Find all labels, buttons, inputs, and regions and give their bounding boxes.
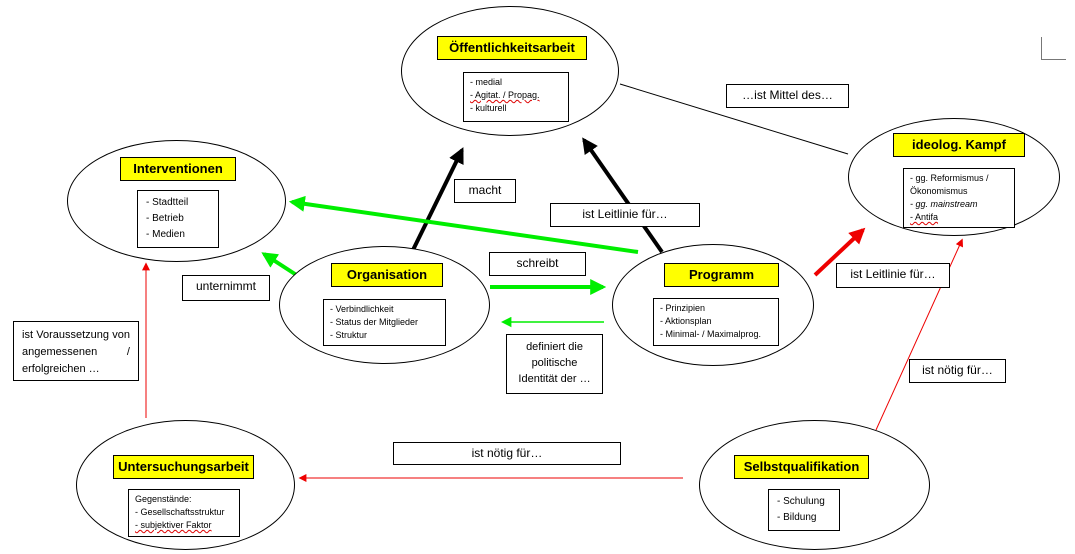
- label-ist-mittel-des: …ist Mittel des…: [726, 84, 849, 108]
- label-schreibt: schreibt: [489, 252, 586, 276]
- node-title-ideolog-kampf: ideolog. Kampf: [893, 133, 1025, 157]
- list-item: - Stadtteil: [146, 197, 189, 208]
- node-title-selbstqualifikation: Selbstqualifikation: [734, 455, 869, 479]
- list-item: - subjektiver Faktor: [135, 520, 212, 530]
- node-title-untersuchungsarbeit: Untersuchungsarbeit: [113, 455, 254, 479]
- list-item: - Agitat. / Propag.: [470, 90, 540, 100]
- label-definiert: definiert die politische Identität der …: [506, 334, 603, 394]
- list-item: - Medien: [146, 229, 185, 240]
- list-item: - Struktur: [330, 330, 368, 340]
- label-macht: macht: [454, 179, 516, 203]
- node-items-interventionen: - Stadtteil - Betrieb - Medien: [137, 190, 219, 248]
- node-title-organisation: Organisation: [331, 263, 443, 287]
- node-items-selbstqualifikation: - Schulung - Bildung: [768, 489, 840, 531]
- arrow-leitlinie-interventionen: [288, 195, 639, 254]
- list-item: - Antifa: [910, 212, 939, 222]
- list-item: - Aktionsplan: [660, 316, 712, 326]
- list-item: - Schulung: [777, 496, 825, 507]
- node-items-untersuchungsarbeit: Gegenstände: - Gesellschaftsstruktur - s…: [128, 489, 240, 537]
- list-item: - Verbindlichkeit: [330, 304, 394, 314]
- label-ist-noetig-fuer-2: ist nötig für…: [393, 442, 621, 465]
- arrow-leitlinie-oeffentlichkeit: [582, 137, 664, 254]
- label-ist-voraussetzung-text: ist Voraussetzung von angemessenen / erf…: [22, 329, 130, 375]
- list-item: - Gesellschaftsstruktur: [135, 507, 225, 517]
- node-items-oeffentlichkeitsarbeit: - medial - Agitat. / Propag. - kulturell: [463, 72, 569, 122]
- label-definiert-text: definiert die politische Identität der …: [518, 341, 591, 385]
- list-item: - gg. mainstream: [910, 199, 978, 209]
- list-item: - Prinzipien: [660, 303, 706, 313]
- node-title-oeffentlichkeitsarbeit: Öffentlichkeitsarbeit: [437, 36, 587, 60]
- node-items-ideolog-kampf: - gg. Reformismus / Ökonomismus - gg. ma…: [903, 168, 1015, 228]
- label-ist-leitlinie-fuer-2: ist Leitlinie für…: [836, 263, 950, 288]
- node-title-interventionen: Interventionen: [120, 157, 236, 181]
- label-ist-leitlinie-fuer-1: ist Leitlinie für…: [550, 203, 700, 227]
- list-item: - Minimal- / Maximalprog.: [660, 329, 762, 339]
- node-title-programm: Programm: [664, 263, 779, 287]
- list-item: Ökonomismus: [910, 186, 968, 196]
- node-items-programm: - Prinzipien - Aktionsplan - Minimal- / …: [653, 298, 779, 346]
- arrow-unternimmt: [261, 252, 300, 278]
- list-item: - medial: [470, 77, 503, 87]
- label-unternimmt: unternimmt: [182, 275, 270, 301]
- list-item: - kulturell: [470, 103, 507, 113]
- list-item: - gg. Reformismus /: [910, 173, 989, 183]
- arrow-leitlinie-kampf: [813, 227, 866, 277]
- line-mittel-des: [619, 83, 849, 155]
- list-item: Gegenstände:: [135, 494, 192, 504]
- list-item: - Bildung: [777, 512, 817, 523]
- page-corner-mark: [1041, 37, 1066, 60]
- arrow-macht: [410, 147, 464, 253]
- list-item: - Betrieb: [146, 213, 184, 224]
- label-ist-voraussetzung: ist Voraussetzung von angemessenen / erf…: [13, 321, 139, 381]
- list-item: - Status der Mitglieder: [330, 317, 419, 327]
- label-ist-noetig-fuer-1: ist nötig für…: [909, 359, 1006, 383]
- node-items-organisation: - Verbindlichkeit - Status der Mitgliede…: [323, 299, 446, 346]
